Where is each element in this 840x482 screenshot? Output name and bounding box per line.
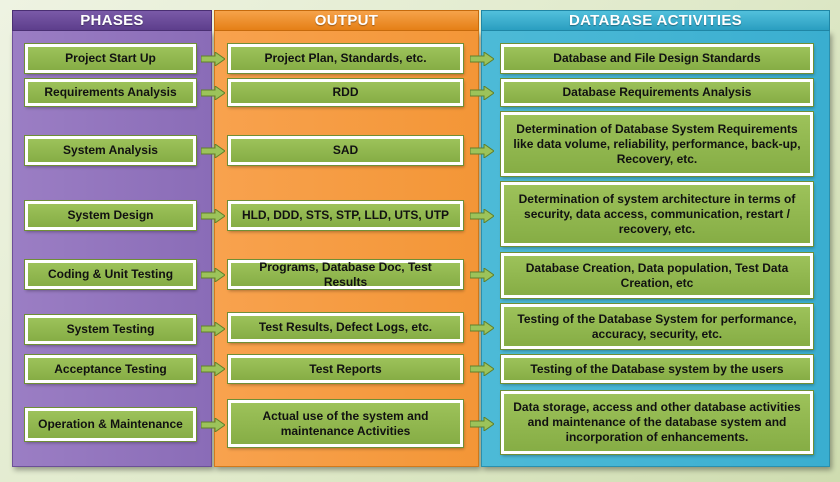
arrow-right-icon [470,321,494,335]
arrow-right-icon [201,362,225,376]
output-project-start-up: Project Plan, Standards, etc. [227,43,464,74]
phase-project-start-up: Project Start Up [24,43,197,74]
db-activity-system-analysis: Determination of Database System Require… [500,111,814,177]
arrow-right-icon [201,86,225,100]
arrow-right-icon [470,209,494,223]
arrow-right-icon [201,209,225,223]
db-activity-system-design: Determination of system architecture in … [500,181,814,247]
arrow-right-icon [201,268,225,282]
phases-header: PHASES [12,10,212,31]
db-activity-requirements-analysis: Database Requirements Analysis [500,78,814,107]
arrow-right-icon [201,144,225,158]
phase-requirements-analysis: Requirements Analysis [24,78,197,107]
arrow-right-icon [470,268,494,282]
output-operation-maintenance: Actual use of the system and maintenance… [227,399,464,448]
output-header: OUTPUT [214,10,479,31]
output-system-testing: Test Results, Defect Logs, etc. [227,312,464,343]
phase-coding-unit-testing: Coding & Unit Testing [24,259,197,290]
db-activity-acceptance-testing: Testing of the Database system by the us… [500,354,814,384]
output-system-analysis: SAD [227,135,464,166]
output-acceptance-testing: Test Reports [227,354,464,384]
db-activity-project-start-up: Database and File Design Standards [500,43,814,74]
arrow-right-icon [470,144,494,158]
database-activities-header: DATABASE ACTIVITIES [481,10,830,31]
db-activity-operation-maintenance: Data storage, access and other database … [500,390,814,455]
arrow-right-icon [201,322,225,336]
output-system-design: HLD, DDD, STS, STP, LLD, UTS, UTP [227,200,464,231]
output-requirements-analysis: RDD [227,78,464,107]
db-activity-coding-unit-testing: Database Creation, Data population, Test… [500,252,814,299]
arrow-right-icon [470,52,494,66]
arrow-right-icon [201,418,225,432]
phase-system-design: System Design [24,200,197,231]
phase-system-analysis: System Analysis [24,135,197,166]
db-activity-system-testing: Testing of the Database System for perfo… [500,303,814,350]
arrow-right-icon [470,362,494,376]
arrow-right-icon [470,86,494,100]
arrow-right-icon [201,52,225,66]
arrow-right-icon [470,417,494,431]
phase-acceptance-testing: Acceptance Testing [24,354,197,384]
phase-operation-maintenance: Operation & Maintenance [24,407,197,442]
phase-system-testing: System Testing [24,314,197,345]
output-coding-unit-testing: Programs, Database Doc, Test Results [227,259,464,290]
